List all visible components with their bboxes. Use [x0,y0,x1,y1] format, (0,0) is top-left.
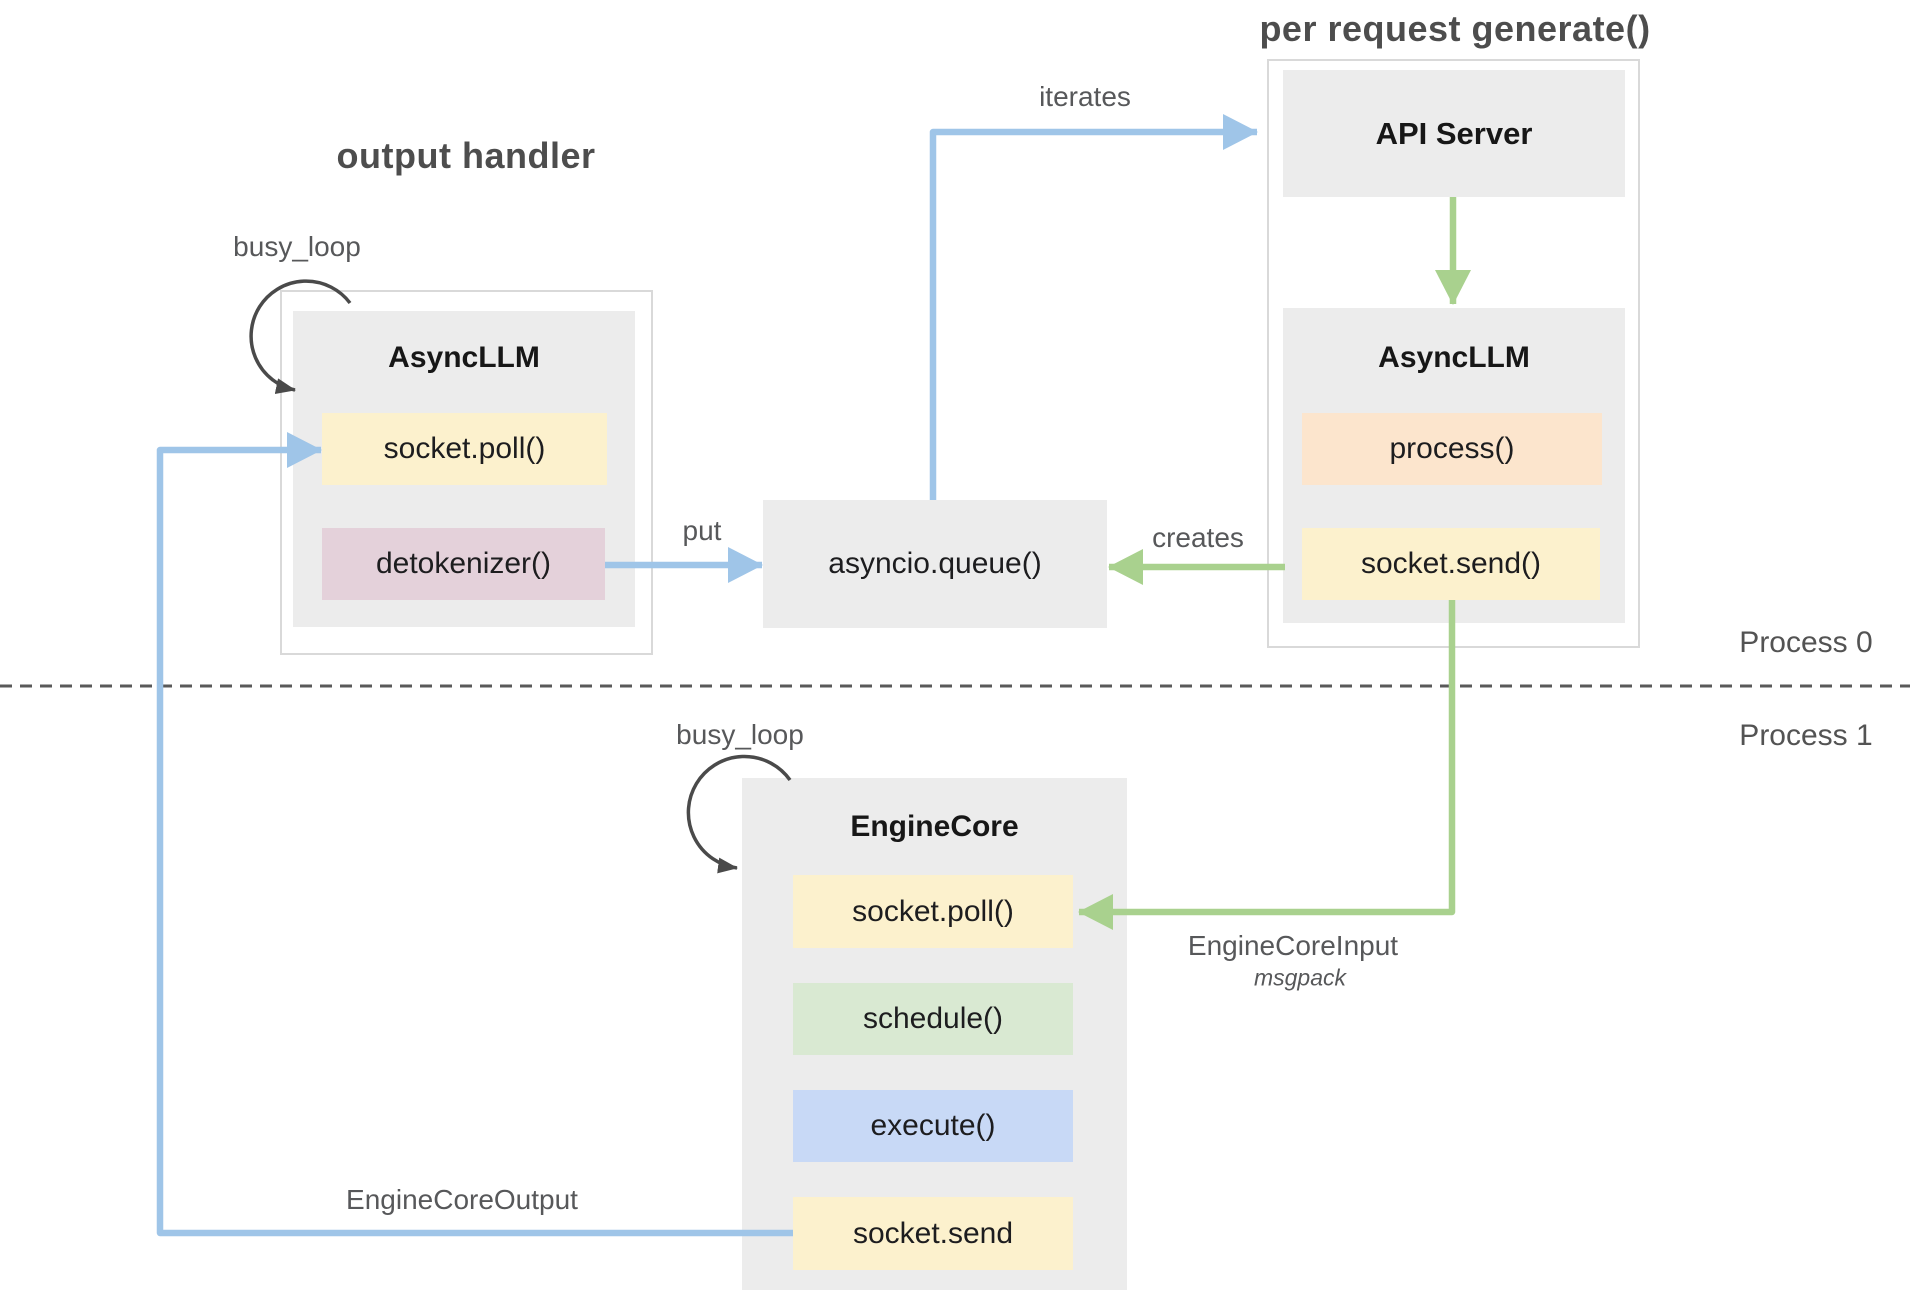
asyncllm-left-node: AsyncLLM socket.poll() detokenizer() [293,311,635,627]
engine-core-output-label: EngineCoreOutput [346,1184,578,1215]
method-process: process() [1302,413,1602,485]
method-schedule: schedule() [793,983,1073,1055]
busy-loop-label-engine: busy_loop [676,719,804,750]
per-request-generate-title: per request generate() [1259,8,1651,49]
msgpack-label: msgpack [1253,964,1347,991]
engine-core-node: EngineCore socket.poll() schedule() exec… [742,778,1127,1290]
method-detokenizer: detokenizer() [322,528,605,600]
creates-label: creates [1152,522,1244,553]
arrow-iterates [929,114,1258,500]
engine-core-title: EngineCore [850,810,1019,843]
output-handler-title: output handler [336,135,596,176]
method-socket-send-right: socket.send() [1302,528,1600,600]
busy-loop-label-left: busy_loop [233,231,361,262]
method-execute: execute() [793,1090,1073,1162]
method-socket-poll-engine: socket.poll() [793,875,1073,948]
asyncllm-right-node: AsyncLLM process() socket.send() [1283,308,1625,623]
engine-core-input-label: EngineCoreInput [1187,930,1399,961]
method-socket-poll-left: socket.poll() [322,413,607,485]
iterates-label: iterates [1039,81,1131,112]
asyncllm-left-title: AsyncLLM [388,341,540,374]
asyncio-queue-node: asyncio.queue() [763,500,1107,628]
method-socket-send-engine: socket.send [793,1197,1073,1270]
asyncllm-right-title: AsyncLLM [1378,341,1530,374]
process-0-label: Process 0 [1739,626,1873,659]
process-1-label: Process 1 [1739,719,1873,752]
api-server-node: API Server [1283,70,1625,197]
put-label: put [682,515,722,546]
